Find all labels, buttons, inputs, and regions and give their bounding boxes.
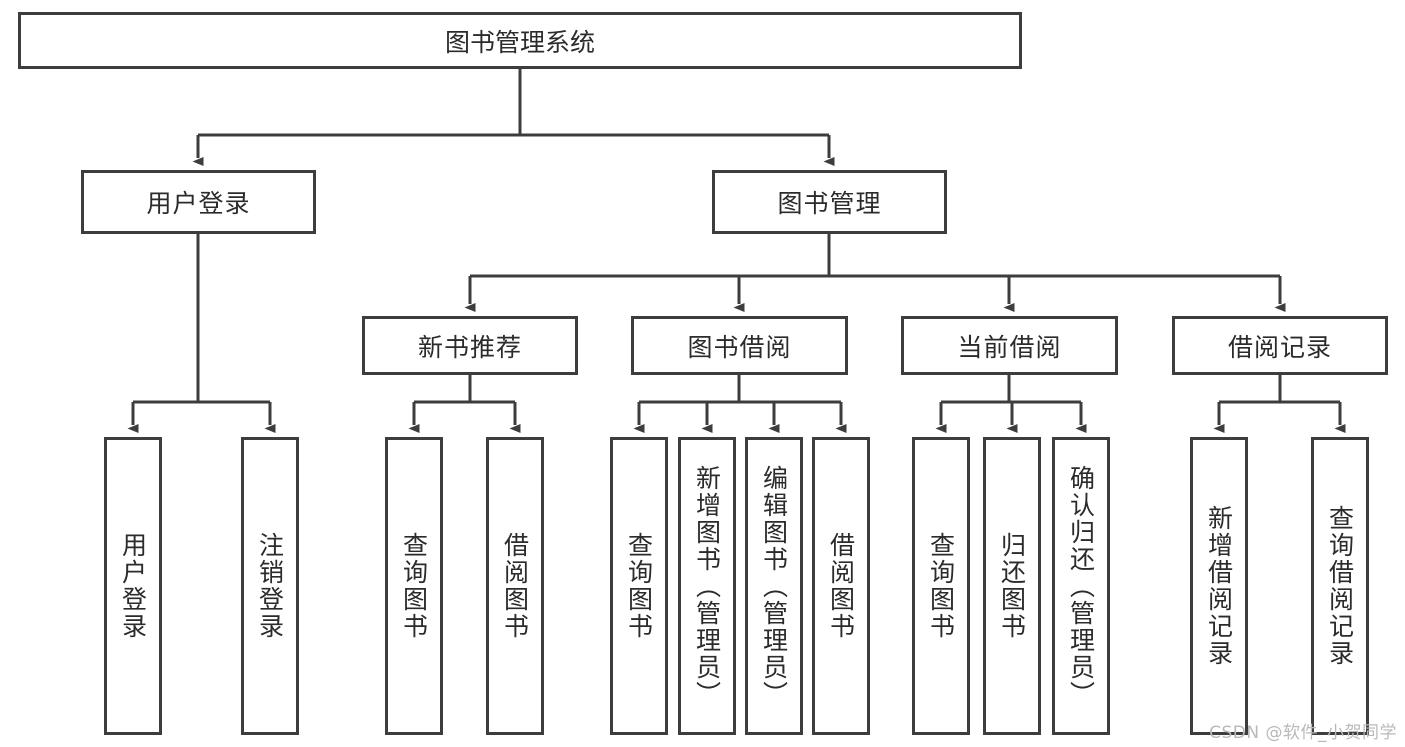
leaf-add-record[interactable]: 新增借阅记录: [1190, 437, 1248, 735]
node-user-login[interactable]: 用户登录: [81, 170, 316, 234]
leaf-borrow-book-rec-label: 借阅图书: [500, 532, 530, 640]
leaf-query-record[interactable]: 查询借阅记录: [1311, 437, 1369, 735]
node-current-borrow[interactable]: 当前借阅: [901, 316, 1118, 375]
node-book-borrow[interactable]: 图书借阅: [631, 316, 848, 375]
leaf-query-book-cur[interactable]: 查询图书: [912, 437, 970, 735]
leaf-user-login-label: 用户登录: [118, 532, 148, 640]
leaf-add-record-label: 新增借阅记录: [1204, 505, 1234, 667]
leaf-add-book[interactable]: 新增图书（管理员）: [678, 437, 736, 735]
node-root[interactable]: 图书管理系统: [18, 12, 1022, 69]
node-book-borrow-label: 图书借阅: [687, 332, 792, 362]
leaf-return-book-label: 归还图书: [997, 532, 1027, 640]
leaf-confirm-return[interactable]: 确认归还（管理员）: [1052, 437, 1110, 735]
leaf-borrow-book-rec[interactable]: 借阅图书: [486, 437, 544, 735]
leaf-query-book-rec-label: 查询图书: [399, 532, 429, 640]
leaf-return-book[interactable]: 归还图书: [983, 437, 1041, 735]
leaf-query-book-borrow-label: 查询图书: [624, 532, 654, 640]
node-borrow-record[interactable]: 借阅记录: [1172, 316, 1388, 375]
leaf-query-book-borrow[interactable]: 查询图书: [610, 437, 668, 735]
leaf-query-book-rec[interactable]: 查询图书: [385, 437, 443, 735]
node-root-label: 图书管理系统: [444, 27, 595, 57]
node-book-manage[interactable]: 图书管理: [712, 170, 947, 234]
leaf-edit-book[interactable]: 编辑图书（管理员）: [745, 437, 803, 735]
node-new-book-rec[interactable]: 新书推荐: [362, 316, 578, 375]
leaf-add-book-label: 新增图书（管理员）: [692, 464, 722, 708]
node-new-book-rec-label: 新书推荐: [417, 332, 522, 362]
csdn-watermark: CSDN @软件_小贺同学: [1209, 723, 1397, 743]
node-current-borrow-label: 当前借阅: [957, 332, 1062, 362]
leaf-user-login[interactable]: 用户登录: [104, 437, 162, 735]
leaf-logout-label: 注销登录: [255, 532, 285, 640]
leaf-query-record-label: 查询借阅记录: [1325, 505, 1355, 667]
leaf-edit-book-label: 编辑图书（管理员）: [759, 464, 789, 708]
leaf-logout[interactable]: 注销登录: [241, 437, 299, 735]
leaf-borrow-book[interactable]: 借阅图书: [812, 437, 870, 735]
leaf-query-book-cur-label: 查询图书: [926, 532, 956, 640]
node-book-manage-label: 图书管理: [777, 189, 882, 218]
leaf-confirm-return-label: 确认归还（管理员）: [1066, 464, 1096, 708]
node-borrow-record-label: 借阅记录: [1227, 332, 1332, 362]
leaf-borrow-book-label: 借阅图书: [826, 532, 856, 640]
node-user-login-label: 用户登录: [146, 189, 251, 218]
